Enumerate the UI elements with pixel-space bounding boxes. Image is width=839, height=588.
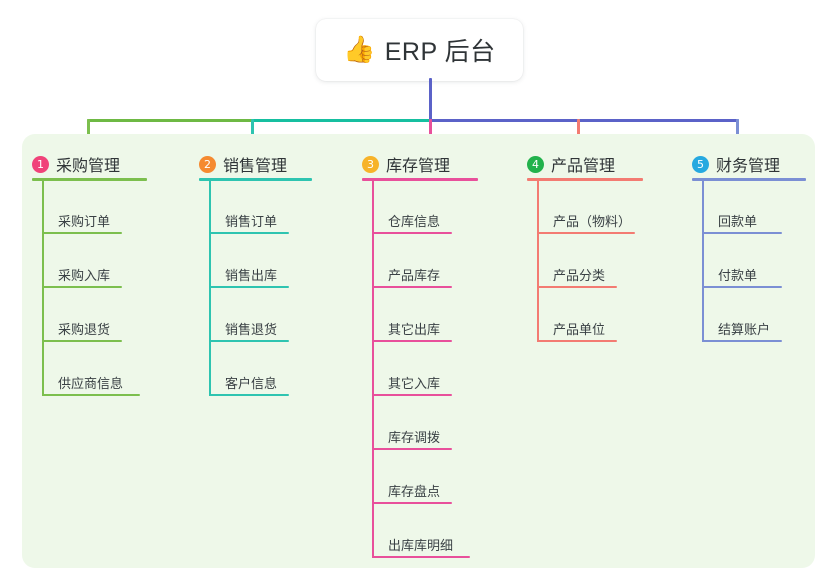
branch-number-badge: 1 <box>32 155 49 173</box>
branch-header-财务管理[interactable]: 5 财务管理 <box>692 152 780 176</box>
leaf-node-underline <box>537 340 617 342</box>
branch-header-underline <box>527 178 643 181</box>
leaf-node-underline <box>372 394 452 396</box>
leaf-node-underline <box>209 286 289 288</box>
leaf-node-label[interactable]: 销售订单 <box>225 214 278 229</box>
leaf-node-underline <box>209 340 289 342</box>
branch-header-underline <box>32 178 147 181</box>
leaf-node-label[interactable]: 库存调拨 <box>388 430 441 445</box>
leaf-node-label[interactable]: 供应商信息 <box>58 376 124 391</box>
branch-header-underline <box>692 178 806 181</box>
leaf-node-label[interactable]: 销售退货 <box>225 322 278 337</box>
branch-title: 库存管理 <box>386 158 451 175</box>
branch-header-underline <box>199 178 312 181</box>
leaf-node-label[interactable]: 其它入库 <box>388 376 441 391</box>
leaf-node-underline <box>209 232 289 234</box>
leaf-node-underline <box>537 286 617 288</box>
branch-spine <box>372 181 374 558</box>
leaf-node-underline <box>702 232 782 234</box>
leaf-node-underline <box>372 232 452 234</box>
leaf-node-label[interactable]: 产品分类 <box>553 268 606 283</box>
branch-title: 产品管理 <box>551 158 616 175</box>
branch-title: 销售管理 <box>223 158 288 175</box>
branch-header-采购管理[interactable]: 1 采购管理 <box>32 152 120 176</box>
branch-number-badge: 4 <box>527 155 544 173</box>
branches-panel <box>22 134 815 568</box>
leaf-node-label[interactable]: 其它出库 <box>388 322 441 337</box>
branch-number-badge: 5 <box>692 155 709 173</box>
leaf-node-label[interactable]: 结算账户 <box>718 322 771 337</box>
leaf-node-underline <box>372 286 452 288</box>
leaf-node-label[interactable]: 销售出库 <box>225 268 278 283</box>
branch-header-库存管理[interactable]: 3 库存管理 <box>362 152 450 176</box>
leaf-node-label[interactable]: 采购退货 <box>58 322 111 337</box>
leaf-node-label[interactable]: 产品库存 <box>388 268 441 283</box>
branch-spine <box>209 181 211 396</box>
branch-spine <box>42 181 44 396</box>
branch-header-underline <box>362 178 478 181</box>
branch-title: 财务管理 <box>716 158 781 175</box>
trunk-line <box>429 78 432 122</box>
leaf-node-label[interactable]: 回款单 <box>718 214 758 229</box>
leaf-node-label[interactable]: 仓库信息 <box>388 214 441 229</box>
leaf-node-label[interactable]: 库存盘点 <box>388 484 441 499</box>
branch-header-销售管理[interactable]: 2 销售管理 <box>199 152 287 176</box>
leaf-node-label[interactable]: 采购订单 <box>58 214 111 229</box>
bus-segment-left <box>87 119 253 122</box>
leaf-node-underline <box>42 394 140 396</box>
branch-header-产品管理[interactable]: 4 产品管理 <box>527 152 615 176</box>
leaf-node-label[interactable]: 产品（物料） <box>553 214 632 229</box>
leaf-node-underline <box>372 340 452 342</box>
leaf-node-label[interactable]: 出库库明细 <box>388 538 454 553</box>
leaf-node-underline <box>372 556 470 558</box>
bus-segment-mid <box>251 119 431 122</box>
branch-spine <box>702 181 704 342</box>
branch-title: 采购管理 <box>56 158 121 175</box>
leaf-node-underline <box>42 340 122 342</box>
root-node-label: ERP 后台 <box>384 38 496 66</box>
root-node-erp-backend[interactable]: 👍 ERP 后台 <box>316 19 523 81</box>
leaf-node-label[interactable]: 采购入库 <box>58 268 111 283</box>
leaf-node-label[interactable]: 产品单位 <box>553 322 606 337</box>
leaf-node-label[interactable]: 客户信息 <box>225 376 278 391</box>
bus-segment-right <box>429 119 739 122</box>
thumbs-up-emoji: 👍 <box>343 35 376 65</box>
leaf-node-underline <box>372 502 452 504</box>
leaf-node-underline <box>372 448 452 450</box>
branch-number-badge: 3 <box>362 155 379 173</box>
leaf-node-label[interactable]: 付款单 <box>718 268 758 283</box>
leaf-node-underline <box>702 340 782 342</box>
leaf-node-underline <box>702 286 782 288</box>
leaf-node-underline <box>42 232 122 234</box>
leaf-node-underline <box>537 232 635 234</box>
leaf-node-underline <box>42 286 122 288</box>
leaf-node-underline <box>209 394 289 396</box>
branch-number-badge: 2 <box>199 155 216 173</box>
branch-spine <box>537 181 539 342</box>
